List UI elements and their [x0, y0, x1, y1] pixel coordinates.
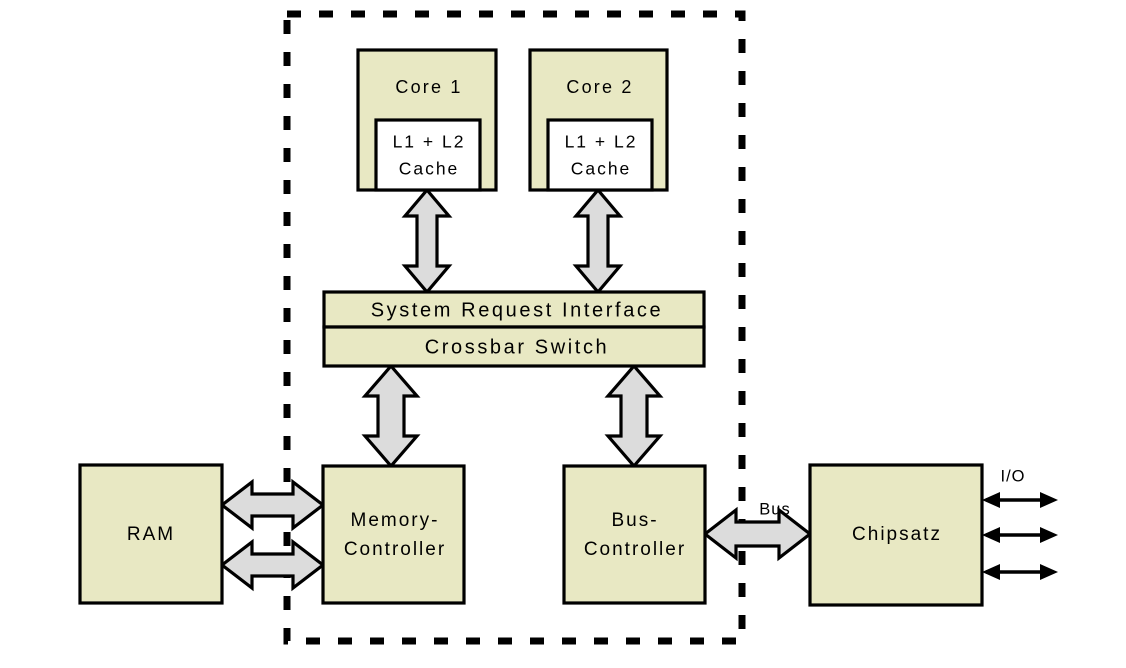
- label-cache2-line1: L1 + L2: [565, 132, 638, 152]
- block-crossbar-switch[interactable]: [322, 325, 706, 368]
- label-bus-controller-line2: Controller: [584, 539, 686, 560]
- block-chipsatz[interactable]: [808, 463, 984, 607]
- connector-io-1: [982, 492, 1058, 508]
- block-bus-controller[interactable]: [562, 464, 707, 605]
- label-cache1-line1: L1 + L2: [393, 132, 466, 152]
- connector-crossbar-memctrl: [361, 363, 421, 469]
- label-bus-controller-line1: Bus-: [611, 510, 658, 531]
- label-chipsatz: Chipsatz: [852, 524, 942, 545]
- label-core2: Core 2: [566, 77, 633, 97]
- cpu-die-boundary: [283, 10, 746, 645]
- label-bus: Bus: [759, 500, 790, 518]
- connector-crossbar-busctrl: [604, 363, 664, 469]
- connector-io-3: [982, 564, 1058, 580]
- connector-busctrl-chipset: [702, 506, 813, 562]
- connector-core1-sri: [401, 187, 453, 295]
- connector-core2-sri: [572, 187, 624, 295]
- label-ram: RAM: [127, 524, 175, 545]
- connector-io-2: [982, 527, 1058, 543]
- label-system-request-interface: System Request Interface: [371, 299, 664, 321]
- label-io: I/O: [1000, 467, 1025, 485]
- label-memory-controller-line1: Memory-: [351, 510, 440, 531]
- block-cache1[interactable]: [374, 118, 482, 192]
- label-core1: Core 1: [395, 77, 462, 97]
- label-cache1-line2: Cache: [399, 159, 460, 179]
- connector-ram-memctrl-upper: [219, 478, 326, 532]
- connector-ram-memctrl-lower: [219, 538, 326, 592]
- label-crossbar-switch: Crossbar Switch: [425, 336, 610, 358]
- block-memory-controller[interactable]: [321, 464, 466, 605]
- block-ram[interactable]: [78, 463, 224, 605]
- block-cache2[interactable]: [546, 118, 654, 192]
- label-memory-controller-line2: Controller: [344, 539, 446, 560]
- label-cache2-line2: Cache: [571, 159, 632, 179]
